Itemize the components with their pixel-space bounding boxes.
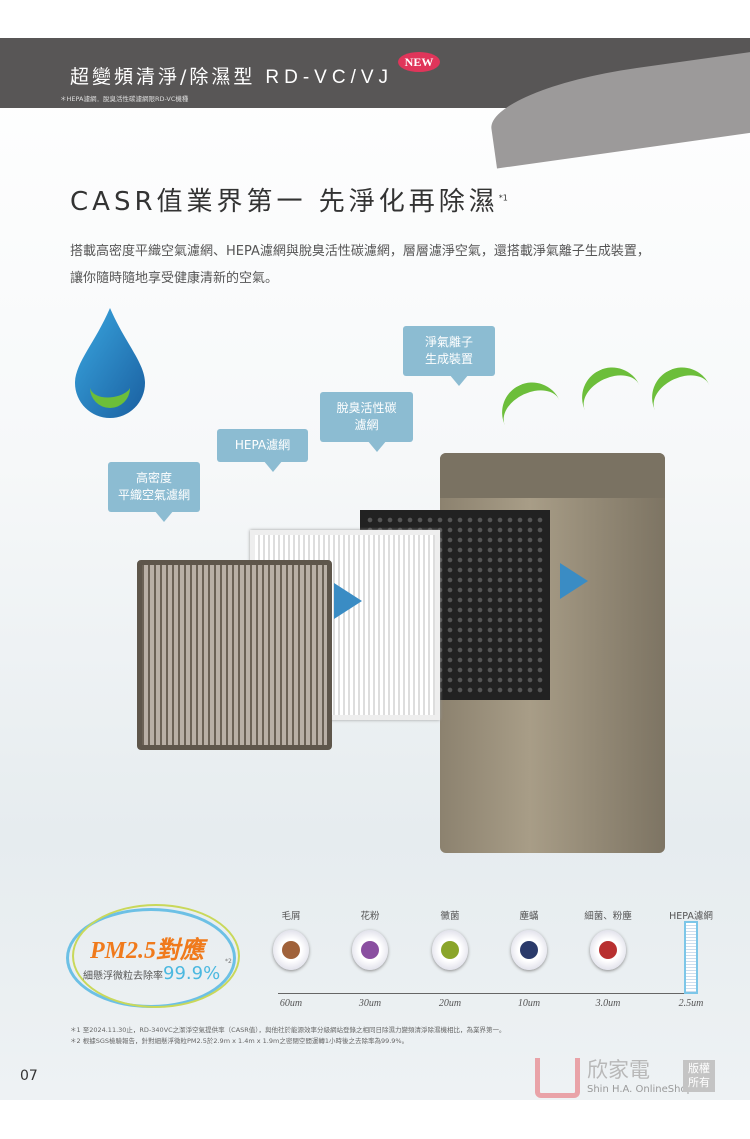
particle-4-icon <box>590 930 626 970</box>
callout-text: 平織空氣濾網 <box>117 488 190 502</box>
watermark-copyright: 版權所有 <box>683 1060 715 1092</box>
header-note: ＊HEPA濾網．脫臭活性碳濾網限RD-VC機種 <box>60 95 189 103</box>
particle-1-icon <box>352 930 388 970</box>
callout-text: 淨氣離子 <box>424 335 473 349</box>
product-model: RD-VC/VJ <box>265 67 394 88</box>
headline-footnote-mark: *1 <box>498 193 508 203</box>
hepa-label: HEPA濾網 <box>669 911 713 922</box>
page-number: 07 <box>20 1068 38 1084</box>
pm25-footnote-mark: *2 <box>225 958 232 965</box>
hepa-size: 2.5um <box>678 998 704 1009</box>
particle-size: 60um <box>279 998 303 1009</box>
particle-size: 3.0um <box>595 998 621 1009</box>
particle-3-icon <box>511 930 547 970</box>
new-badge: NEW <box>398 52 440 72</box>
callout-hepa-filter: HEPA濾網 <box>217 429 308 472</box>
store-house-icon <box>535 1058 580 1098</box>
airflow-arrow-icon <box>642 357 718 429</box>
particle-glyph <box>599 941 617 959</box>
pm25-rate: 細懸浮微粒去除率99.9% <box>83 963 220 984</box>
particle-name: 黴菌 <box>440 911 460 922</box>
particle-size: 10um <box>517 998 541 1009</box>
callout-text: 生成裝置 <box>424 352 473 366</box>
callout-text: 高密度 <box>135 471 172 485</box>
water-drop-logo-icon <box>75 308 145 418</box>
headline-text: CASR值業界第一 先淨化再除濕 <box>70 187 499 217</box>
particle-glyph <box>520 941 538 959</box>
headline: CASR值業界第一 先淨化再除濕*1 <box>70 181 508 218</box>
particle-size: 20um <box>438 998 462 1009</box>
particle-size: 30um <box>358 998 382 1009</box>
particle-glyph <box>361 941 379 959</box>
flow-arrow-icon <box>560 563 588 599</box>
particle-name: 細菌、粉塵 <box>584 911 632 922</box>
product-title: 超變頻清淨/除濕型 RD-VC/VJ <box>70 62 393 89</box>
airflow-arrow-icon <box>572 357 648 429</box>
watermark-sub: Shin H.A. OnlineShop <box>587 1084 693 1095</box>
footnotes: ＊1 至2024.11.30止，RD-340VC之潔淨空氣提供率（CASR值），… <box>70 1025 506 1047</box>
watermark-name: 欣家電 <box>587 1058 650 1082</box>
catalog-page: 超變頻清淨/除濕型 RD-VC/VJ NEW ＊HEPA濾網．脫臭活性碳濾網限RD… <box>0 38 750 1100</box>
pm25-rate-value: 99.9% <box>163 963 221 984</box>
callout-text: HEPA濾網 <box>234 438 291 452</box>
header-swoosh <box>485 47 750 169</box>
size-axis <box>278 993 686 994</box>
callout-mesh-filter: 高密度平織空氣濾網 <box>108 462 200 522</box>
product-name: 超變頻清淨/除濕型 <box>70 66 256 88</box>
callout-text: 濾網 <box>354 418 379 432</box>
mesh-filter-image <box>137 560 332 750</box>
watermark-logo: 欣家電 Shin H.A. OnlineShop 版權所有 <box>535 1058 725 1100</box>
particle-name: 毛屑 <box>281 911 301 922</box>
intro-line: 搭載高密度平織空氣濾網、HEPA濾網與脫臭活性碳濾網，層層濾淨空氣，還搭載淨氣離… <box>70 244 650 259</box>
particle-0-icon <box>273 930 309 970</box>
particle-name: 塵蟎 <box>519 911 539 922</box>
pm25-ring <box>72 904 240 1008</box>
machine-top <box>440 453 665 498</box>
footnote: ＊1 至2024.11.30止，RD-340VC之潔淨空氣提供率（CASR值），… <box>70 1026 506 1034</box>
callout-carbon-filter: 脫臭活性碳濾網 <box>320 392 413 452</box>
particle-glyph <box>441 941 459 959</box>
intro-text: 搭載高密度平織空氣濾網、HEPA濾網與脫臭活性碳濾網，層層濾淨空氣，還搭載淨氣離… <box>70 238 710 292</box>
hepa-filter-icon <box>684 921 698 994</box>
intro-line: 讓你隨時隨地享受健康清新的空氣。 <box>70 271 279 286</box>
pm25-rate-label: 細懸浮微粒去除率 <box>83 971 163 982</box>
callout-text: 脫臭活性碳 <box>336 401 397 415</box>
callout-ion-generator: 淨氣離子生成裝置 <box>403 326 495 386</box>
pm25-title: PM2.5對應 <box>90 938 204 964</box>
particle-2-icon <box>432 930 468 970</box>
footnote: ＊2 根據SGS檢驗報告，針對細懸浮微粒PM2.5於2.9m x 1.4m x … <box>70 1037 409 1045</box>
airflow-arrow-icon <box>492 372 568 444</box>
particle-glyph <box>282 941 300 959</box>
header-band: 超變頻清淨/除濕型 RD-VC/VJ NEW ＊HEPA濾網．脫臭活性碳濾網限RD… <box>0 38 750 169</box>
flow-arrow-icon <box>334 583 362 619</box>
particle-name: 花粉 <box>360 911 380 922</box>
